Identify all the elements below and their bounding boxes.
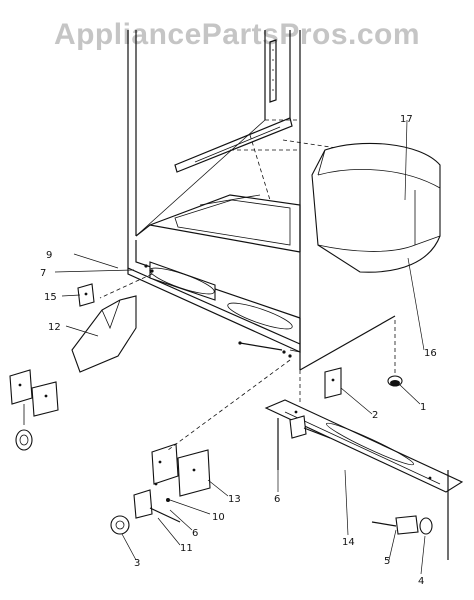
callout-6-left: 6 (192, 528, 198, 539)
callout-10: 10 (212, 512, 225, 523)
callout-labels: 9 7 15 12 17 16 1 2 6 14 5 4 13 10 6 11 … (40, 114, 437, 587)
callout-17: 17 (400, 114, 413, 125)
callout-9: 9 (46, 250, 52, 261)
callout-3: 3 (134, 558, 140, 569)
callout-7: 7 (40, 268, 46, 279)
part-hinge-bracket-small (77, 283, 95, 307)
callout-leaders (54, 119, 426, 575)
callout-15: 15 (44, 292, 57, 303)
callout-12: 12 (48, 322, 61, 333)
part-bracket-2 (324, 367, 342, 399)
part-caster-bracket-left (9, 369, 59, 451)
callout-2: 2 (372, 410, 378, 421)
assembly-guides (99, 273, 396, 451)
part-leveling-leg (387, 375, 403, 387)
callout-4: 4 (418, 576, 424, 587)
callout-1: 1 (420, 402, 426, 413)
part-roller-assembly (110, 482, 181, 535)
callout-13: 13 (228, 494, 241, 505)
callout-16: 16 (424, 348, 437, 359)
callout-6-right: 6 (274, 494, 280, 505)
part-kickplate-panel (71, 295, 137, 373)
part-front-bracket (151, 443, 211, 497)
callout-5: 5 (384, 556, 390, 567)
callout-11: 11 (180, 543, 193, 554)
cabinet-body (127, 30, 396, 371)
part-crisper-cover (311, 142, 441, 273)
callout-14: 14 (342, 537, 355, 548)
part-roller-axle (277, 415, 449, 560)
part-base-rail (264, 399, 464, 493)
